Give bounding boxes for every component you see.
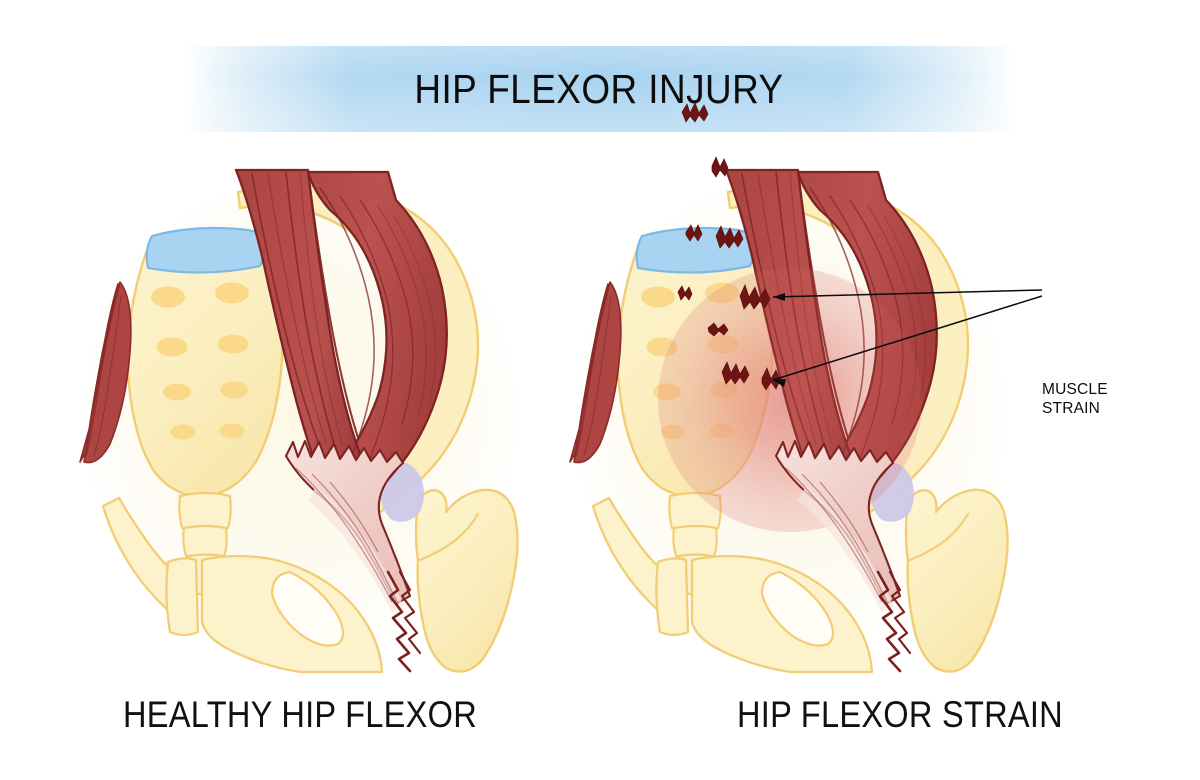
- muscle-tear-marks: [677, 102, 781, 391]
- iliopsoas-muscle-strain: [658, 102, 938, 673]
- banner-gradient: [185, 46, 1013, 132]
- tear-mark: [711, 156, 729, 178]
- psoas-sliver-fiber: [93, 295, 122, 457]
- tear-mark: [685, 224, 703, 242]
- tear-mark: [715, 225, 744, 249]
- intervertebral-disc: [145, 226, 266, 274]
- pubic-symphysis-left: [165, 557, 200, 637]
- tendon-fiber-lines: [295, 467, 399, 605]
- pubic-symphysis-left: [655, 557, 690, 637]
- tear-mark: [677, 285, 693, 301]
- tendon-fiber-lines: [785, 467, 889, 605]
- muscle-divider-line: [306, 171, 360, 439]
- psoas-sliver-fiber: [85, 299, 115, 457]
- muscle-divider-line: [796, 171, 850, 439]
- caption-strain: HIP FLEXOR STRAIN: [737, 694, 1063, 735]
- tendon-attachment-zigzag: [888, 570, 912, 655]
- callout-label: MUSCLE STRAIN: [1042, 380, 1108, 418]
- muscle-fiber-lines: [809, 187, 927, 483]
- panel-strain: [560, 102, 1043, 674]
- callout-label-line1: MUSCLE: [1042, 381, 1108, 398]
- tendon-attachment-zigzag: [398, 570, 422, 655]
- inflammation-muscle-tint: [658, 268, 922, 532]
- panel-healthy: [70, 163, 530, 674]
- psoas-sliver-fiber: [575, 299, 605, 457]
- title-banner: HIP FLEXOR INJURY: [185, 46, 1013, 132]
- leader-line-upper: [772, 289, 1043, 298]
- callout-arrow-heads: [773, 293, 786, 387]
- tear-mark: [721, 361, 750, 385]
- tear-mark: [761, 367, 781, 391]
- obturator-foramen: [270, 570, 345, 647]
- tear-mark: [681, 102, 709, 123]
- iliopsoas-muscle-healthy: [234, 168, 448, 673]
- femur-neck-line: [418, 512, 480, 562]
- obturator-foramen: [760, 570, 835, 647]
- psoas-sliver-fiber: [583, 295, 612, 457]
- page-title: HIP FLEXOR INJURY: [414, 65, 784, 112]
- tendon-attachment-zigzag: [876, 570, 902, 673]
- caption-healthy: HEALTHY HIP FLEXOR: [123, 694, 477, 735]
- callout-leader-lines: [772, 289, 1043, 381]
- callout-label-line2: STRAIN: [1042, 400, 1101, 417]
- tendon-attachment-zigzag: [386, 570, 412, 673]
- femur-greater-trochanter: [904, 488, 1009, 673]
- tear-mark: [739, 284, 771, 310]
- muscle-fiber-lines: [319, 187, 437, 483]
- muscle-fiber-lines: [251, 171, 343, 445]
- sacral-foramina: [151, 282, 249, 440]
- leader-line-lower: [772, 295, 1043, 381]
- muscle-fiber-lines: [741, 171, 833, 445]
- femur-greater-trochanter: [414, 488, 519, 673]
- tear-mark: [707, 322, 729, 337]
- femur-neck-line: [908, 512, 970, 562]
